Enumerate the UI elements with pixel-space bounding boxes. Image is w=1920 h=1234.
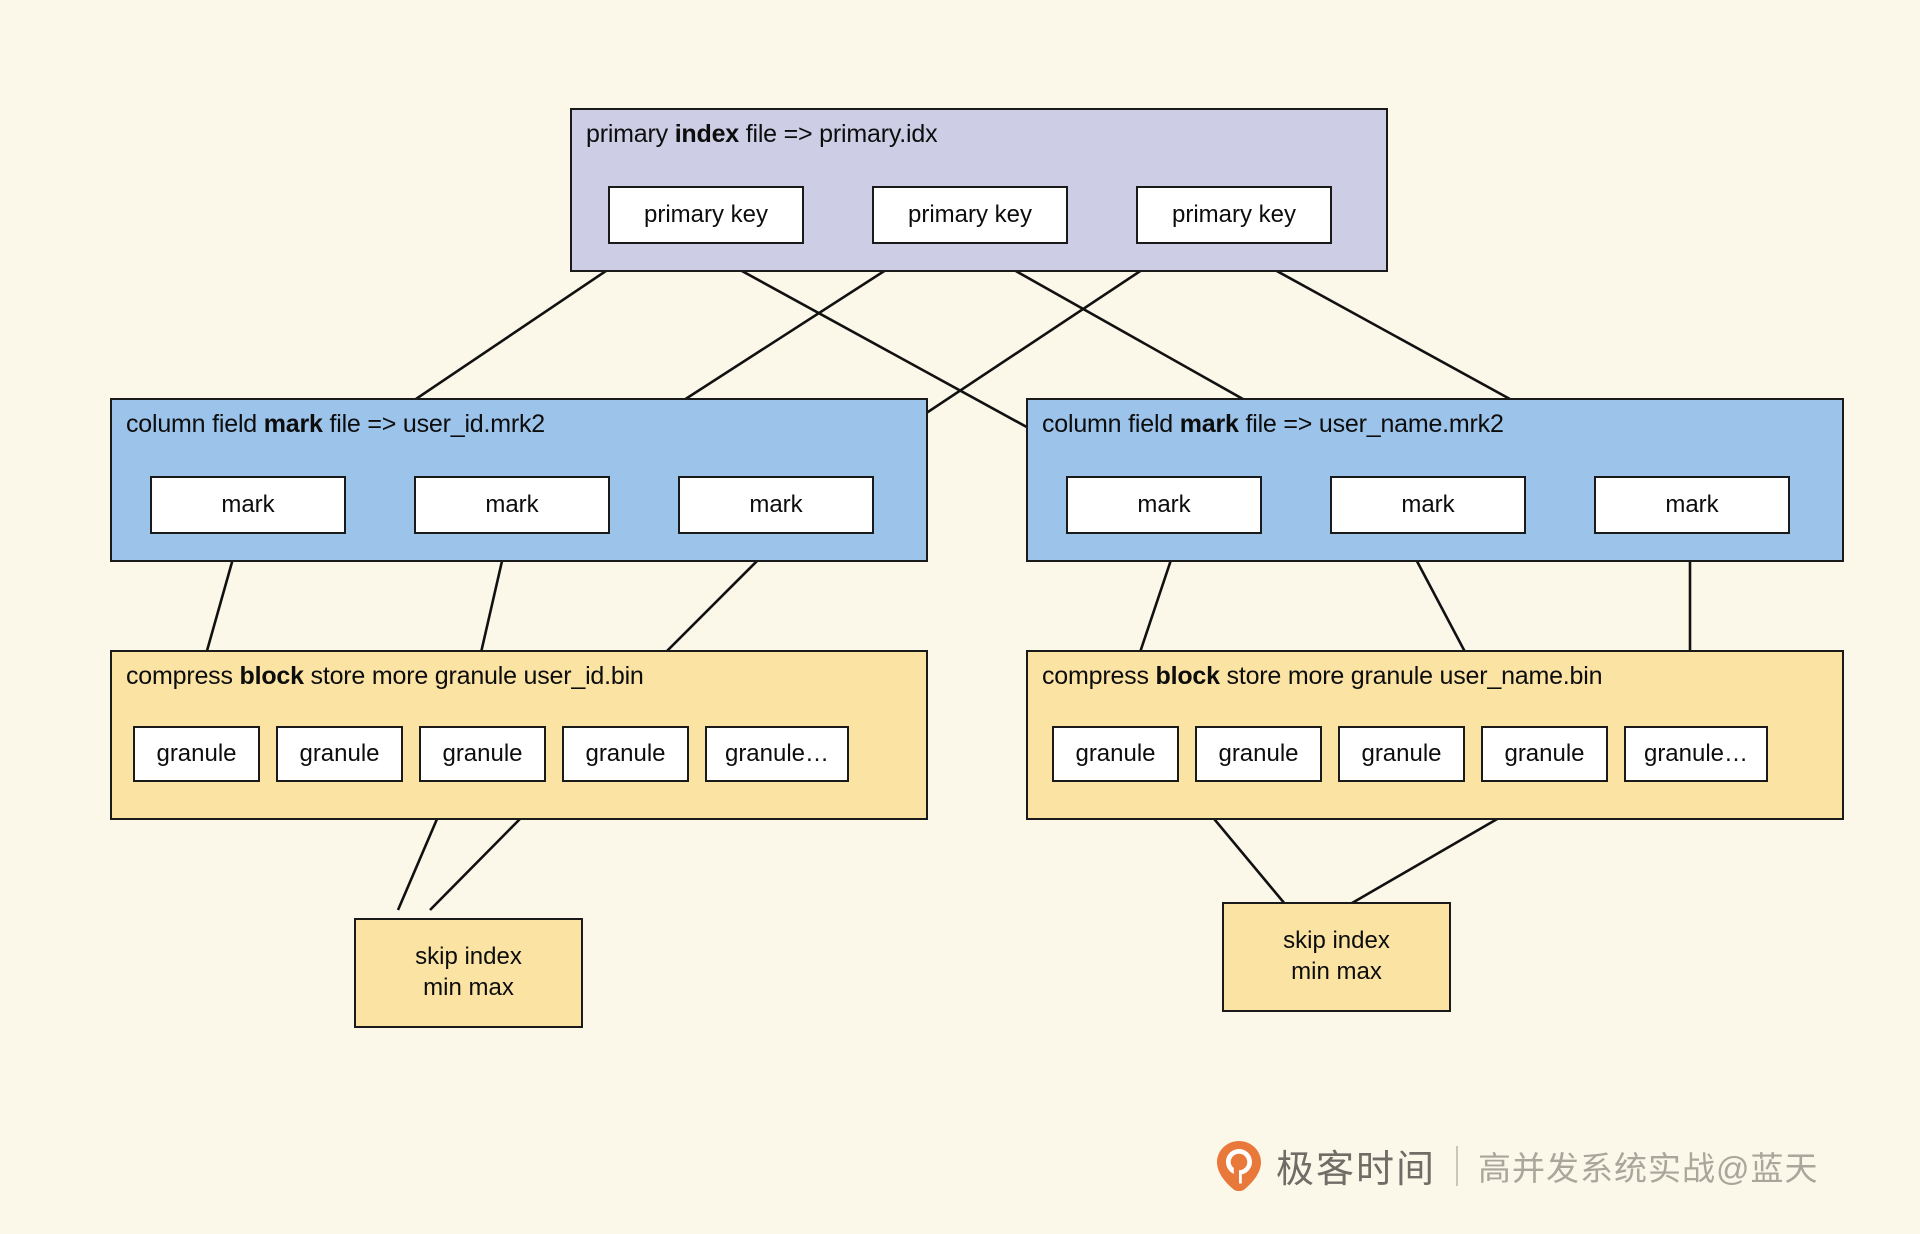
mark-node[interactable]: mark: [1066, 476, 1262, 534]
granule-node[interactable]: granule: [562, 726, 689, 782]
granule-node[interactable]: granule: [1338, 726, 1465, 782]
label-part-prefix: compress: [1042, 662, 1156, 690]
skip-index-box-right[interactable]: skip index min max: [1222, 902, 1451, 1012]
label-part-prefix: compress: [126, 662, 240, 690]
group-block-user-name-label: compress block store more granule user_n…: [1042, 662, 1603, 691]
mark-node[interactable]: mark: [414, 476, 610, 534]
label-part-bold: block: [1155, 662, 1220, 690]
watermark-tagline: 高并发系统实战@蓝天: [1478, 1149, 1819, 1187]
group-primary-index-label: primary index file => primary.idx: [586, 120, 938, 149]
group-mark-user-id-label: column field mark file => user_id.mrk2: [126, 410, 545, 439]
granule-node[interactable]: granule: [1195, 726, 1322, 782]
skip-index-box-left[interactable]: skip index min max: [354, 918, 583, 1028]
watermark: 极客时间 高并发系统实战@蓝天: [1216, 1138, 1819, 1193]
label-part-bold: mark: [263, 410, 323, 438]
primary-key-node[interactable]: primary key: [872, 186, 1068, 244]
label-part-suffix: file => user_id.mrk2: [322, 410, 546, 438]
label-part-suffix: store more granule user_name.bin: [1219, 662, 1603, 690]
mark-node[interactable]: mark: [150, 476, 346, 534]
group-block-user-id-label: compress block store more granule user_i…: [126, 662, 644, 691]
granule-node[interactable]: granule: [1481, 726, 1608, 782]
label-part-suffix: file => user_name.mrk2: [1238, 410, 1504, 438]
label-part-prefix: primary: [586, 120, 675, 148]
granule-node[interactable]: granule: [133, 726, 260, 782]
mark-node[interactable]: mark: [1330, 476, 1526, 534]
mark-node[interactable]: mark: [1594, 476, 1790, 534]
skip-index-right-line1: skip index: [1283, 927, 1390, 955]
label-part-bold: index: [674, 120, 739, 148]
granule-node[interactable]: granule…: [705, 726, 849, 782]
label-part-prefix: column field: [126, 410, 264, 438]
skip-index-left-line2: min max: [423, 974, 514, 1001]
granule-node[interactable]: granule: [276, 726, 403, 782]
granule-node[interactable]: granule…: [1624, 726, 1768, 782]
skip-index-left-line1: skip index: [415, 943, 522, 971]
skip-index-right-line2: min max: [1291, 958, 1382, 985]
primary-key-node[interactable]: primary key: [1136, 186, 1332, 244]
mark-node[interactable]: mark: [678, 476, 874, 534]
label-part-suffix: file => primary.idx: [738, 120, 938, 148]
granule-node[interactable]: granule: [1052, 726, 1179, 782]
group-mark-user-name-label: column field mark file => user_name.mrk2: [1042, 410, 1504, 439]
label-part-bold: block: [239, 662, 304, 690]
watermark-divider: [1456, 1145, 1459, 1186]
label-part-bold: mark: [1179, 410, 1239, 438]
watermark-brand: 极客时间: [1276, 1149, 1437, 1191]
label-part-suffix: store more granule user_id.bin: [303, 662, 644, 690]
geekbang-logo-icon: [1217, 1140, 1261, 1191]
label-part-prefix: column field: [1042, 410, 1180, 438]
primary-key-node[interactable]: primary key: [608, 186, 804, 244]
granule-node[interactable]: granule: [419, 726, 546, 782]
